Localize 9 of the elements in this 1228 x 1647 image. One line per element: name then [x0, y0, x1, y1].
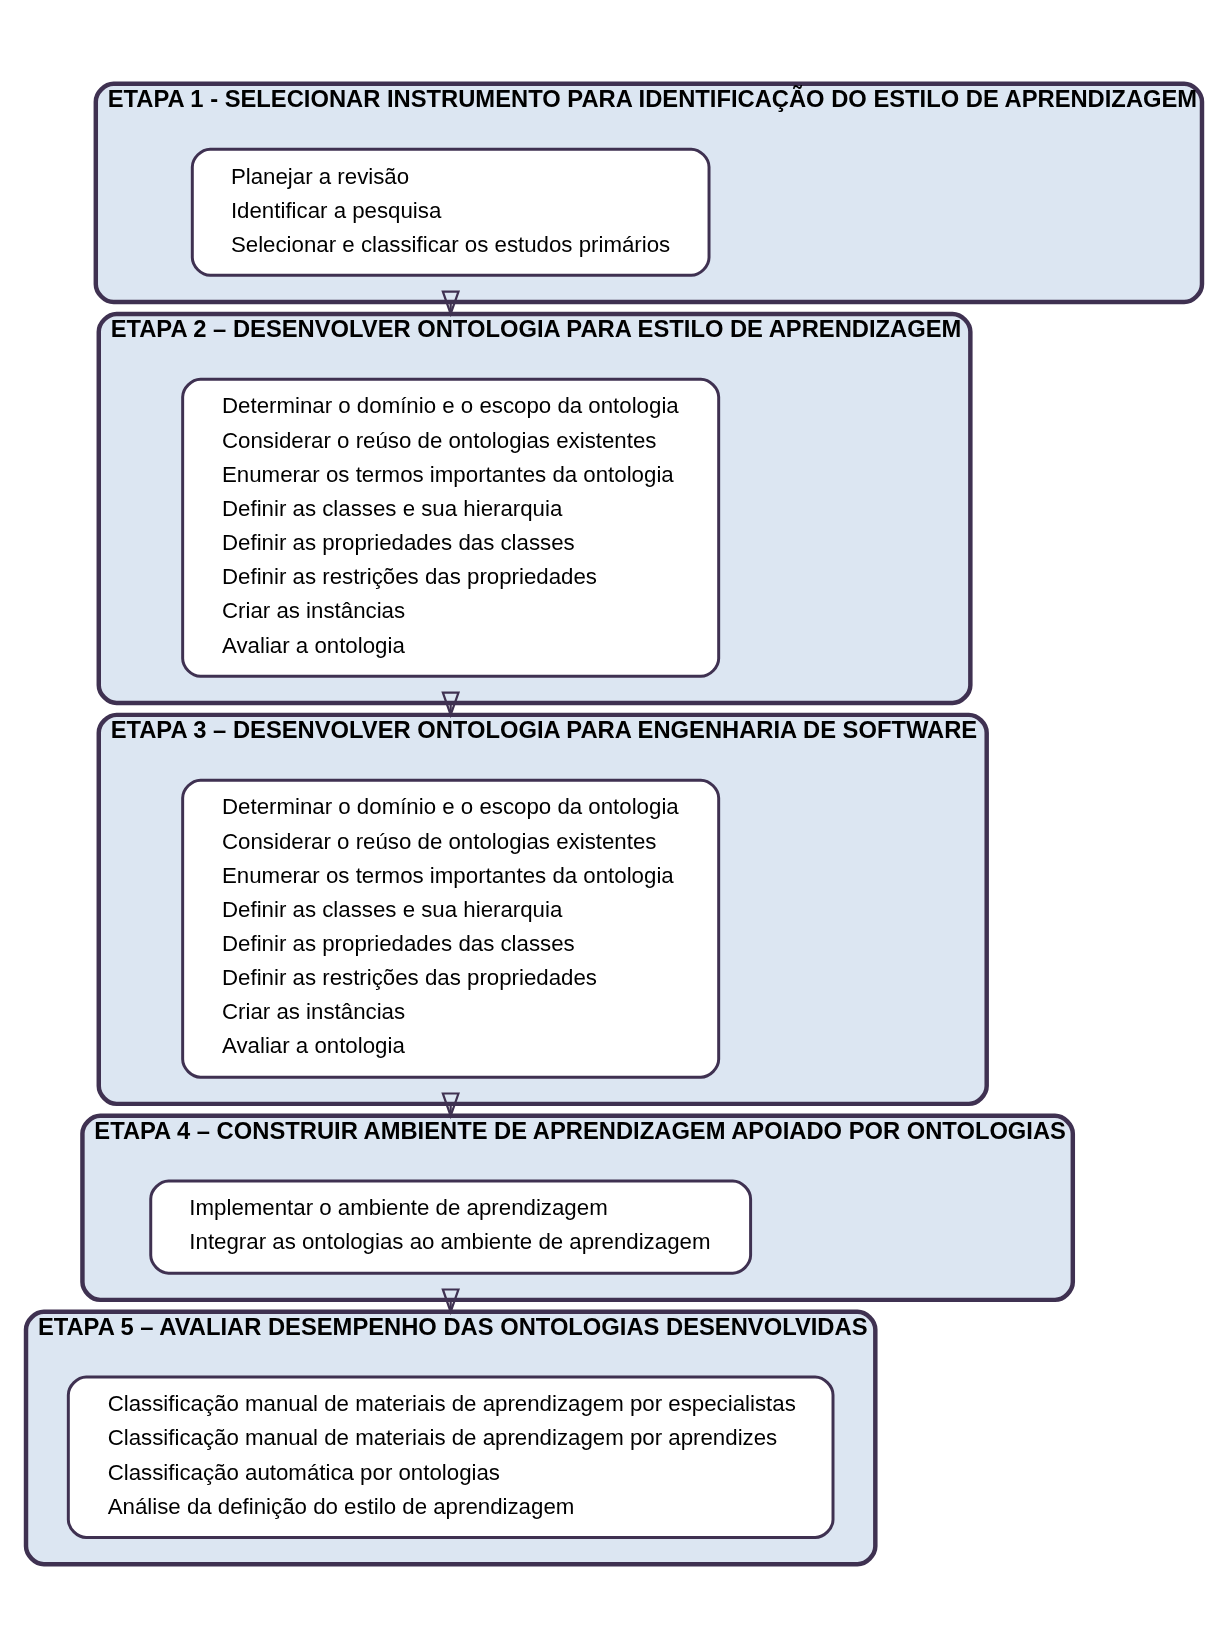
node-box: Determinar o domínio e o escopo da ontologia Considerar o reúso de ontologias existentes Enumerar os termos importantes da ontologia Definir as classes e sua hierarquia Definir as propriedades das classes Definir as restrições das propriedades Criar as instâncias Avaliar a ontologia	[181, 377, 721, 678]
arrow	[441, 690, 461, 718]
node-box: Implementar o ambiente de aprendizagem Integrar as ontologias ao ambiente de aprendizagem	[149, 1179, 753, 1275]
node-box: Determinar o domínio e o escopo da ontologia Considerar o reúso de ontologias existentes Enumerar os termos importantes da ontologia Definir as classes e sua hierarquia Definir as propriedades das classes Definir as restrições das propriedades Criar as instâncias Avaliar a ontologia	[181, 778, 721, 1079]
arrow	[441, 1091, 461, 1119]
arrow	[441, 1287, 461, 1315]
node-box: Planejar a revisão Identificar a pesquisa Selecionar e classificar os estudos primários	[190, 147, 711, 277]
arrow	[441, 290, 461, 317]
node-box: Classificação manual de materiais de aprendizagem por especialistas Classificação manual de materiais de aprendizagem por aprendizes Classificação automática por ontologias Análise da definição do estilo de aprendizagem	[66, 1375, 835, 1539]
